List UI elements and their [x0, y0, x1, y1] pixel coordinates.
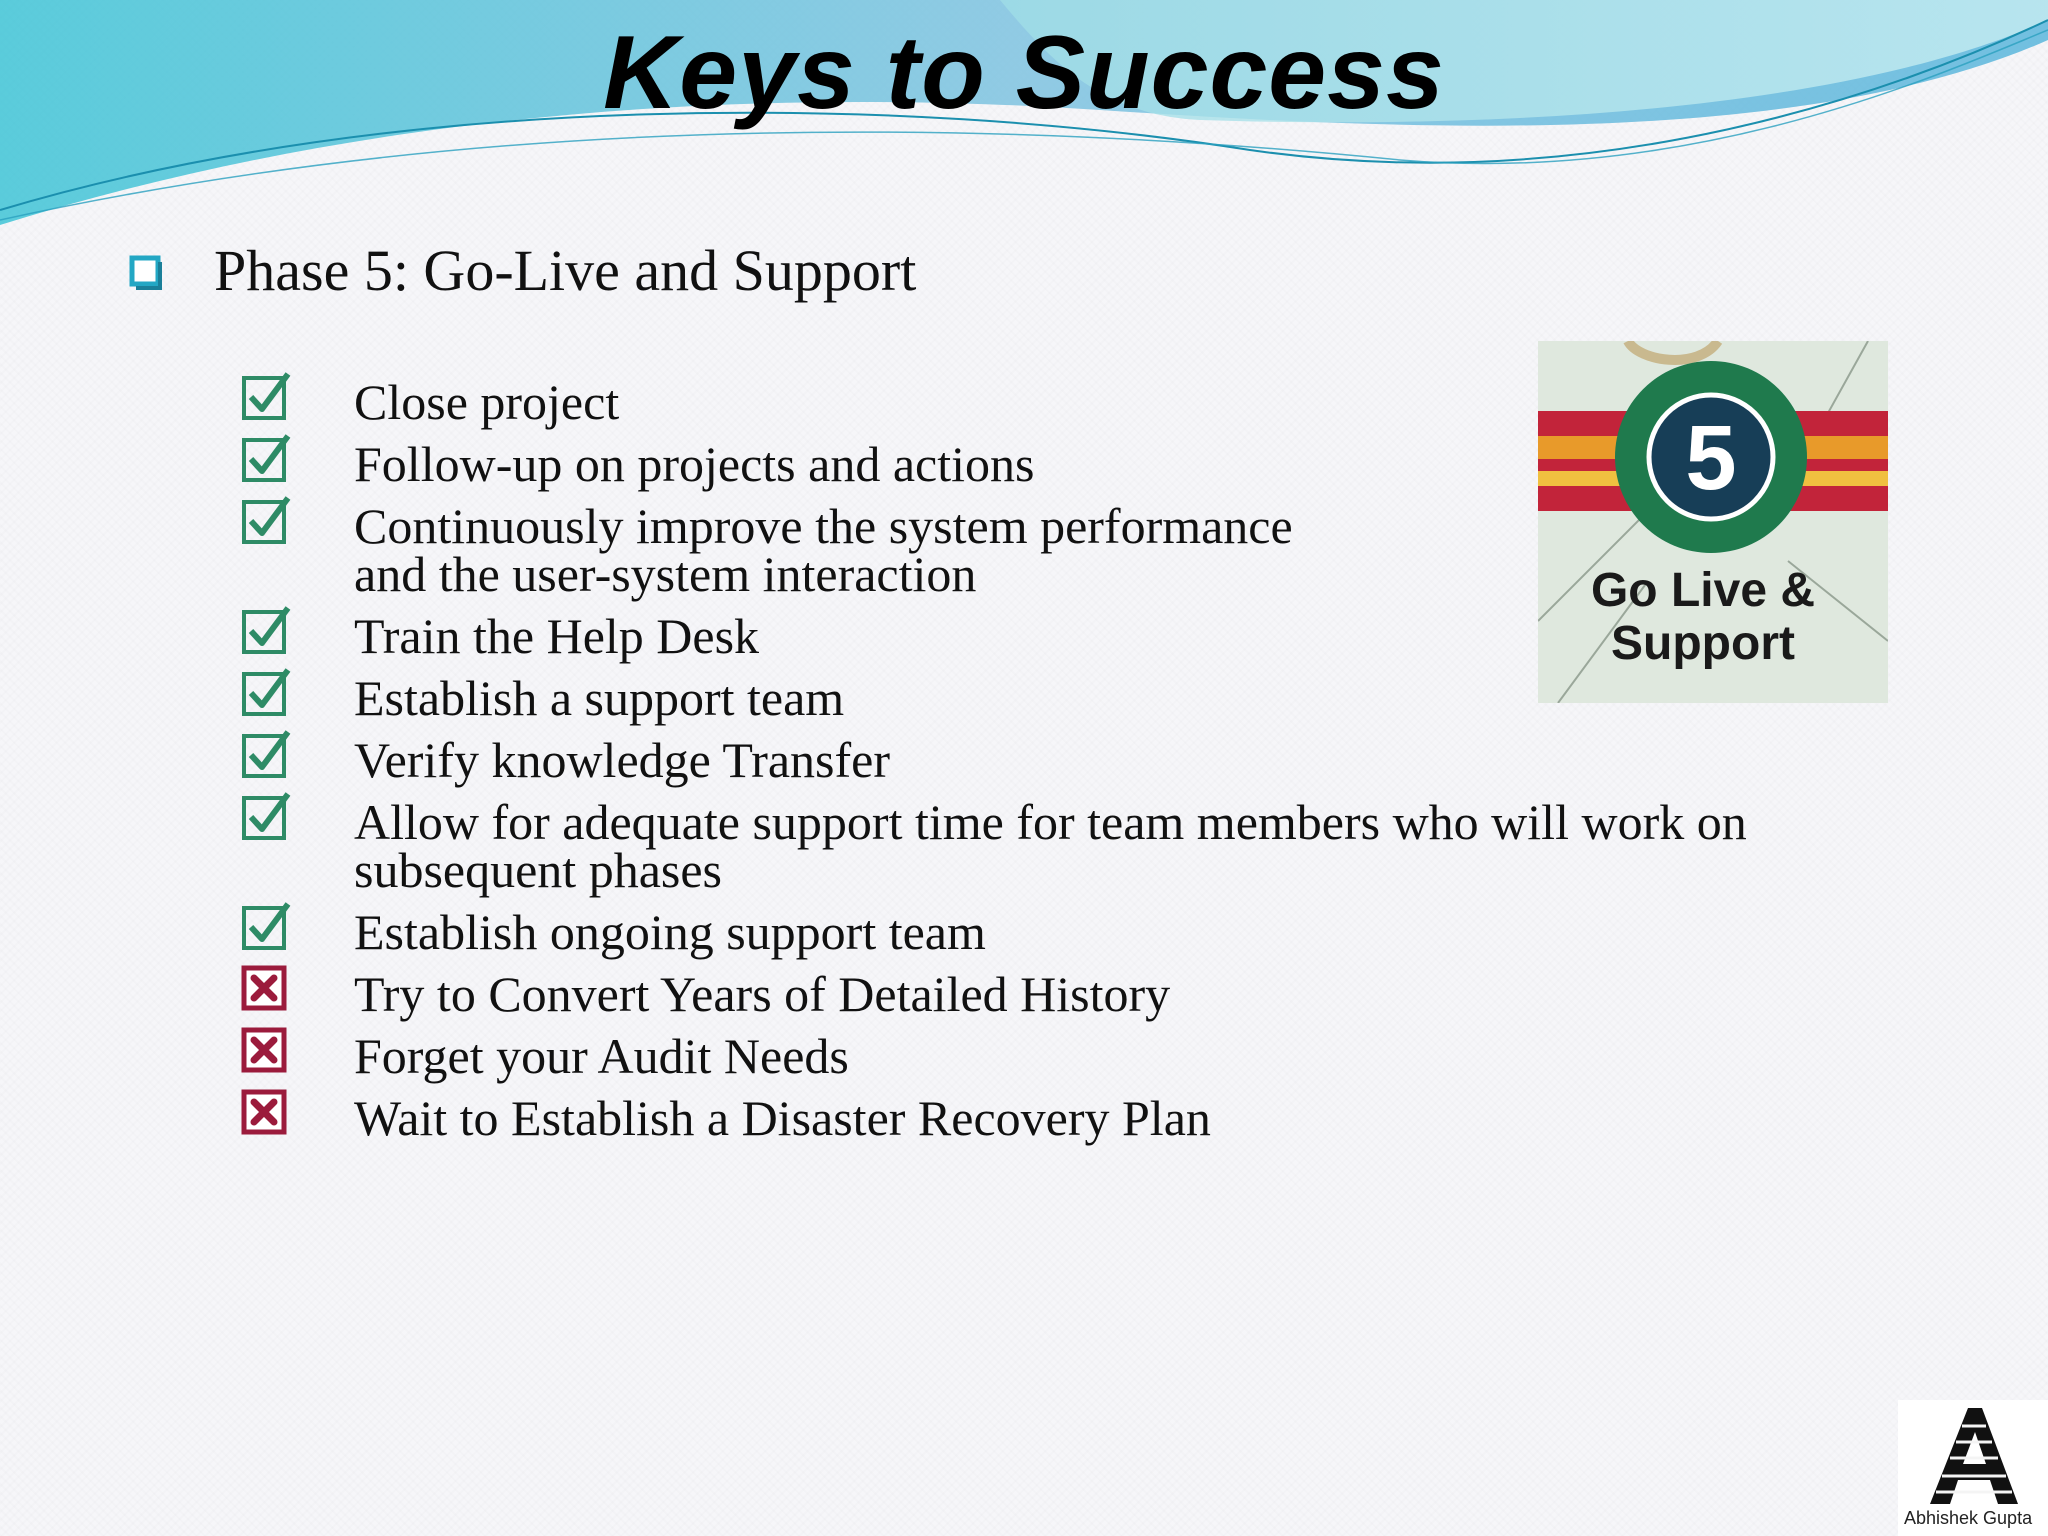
item-text: Close project — [354, 374, 620, 430]
author-logo-icon — [1898, 1400, 2048, 1536]
item-text: Establish ongoing support team — [354, 904, 986, 960]
check-icon — [242, 372, 291, 420]
item-text: Establish a support team — [354, 670, 845, 726]
item-text: Allow for adequate support time for team… — [354, 794, 1747, 898]
item-text: Train the Help Desk — [354, 608, 760, 664]
item-text: Follow-up on projects and actions — [354, 436, 1035, 492]
check-icon — [242, 606, 291, 654]
check-icon — [242, 902, 291, 950]
list-item: Train the Help Desk — [240, 604, 1880, 666]
checkbox-outline-icon — [129, 255, 162, 290]
phase-5-badge-image: 5 Go Live & Support — [1538, 341, 1888, 703]
list-item: Forget your Audit Needs — [240, 1024, 1880, 1086]
list-item: Wait to Establish a Disaster Recovery Pl… — [240, 1086, 1880, 1148]
cross-icon — [241, 1089, 287, 1135]
item-text: Wait to Establish a Disaster Recovery Pl… — [354, 1090, 1211, 1146]
item-text: Try to Convert Years of Detailed History — [354, 966, 1171, 1022]
item-text: Verify knowledge Transfer — [354, 732, 891, 788]
check-icon — [242, 496, 291, 544]
check-icon — [242, 792, 291, 840]
check-icon — [242, 668, 291, 716]
checklist: Close project Follow-up on projects and … — [240, 370, 1880, 1148]
check-icon — [242, 434, 291, 482]
cross-icon — [241, 965, 287, 1011]
list-item: Establish ongoing support team — [240, 900, 1880, 962]
badge-line1: Go Live & — [1591, 564, 1815, 617]
list-item: Continuously improve the system performa… — [240, 494, 1880, 604]
list-item: Try to Convert Years of Detailed History — [240, 962, 1880, 1024]
cross-icon — [241, 1027, 287, 1073]
list-item: Follow-up on projects and actions — [240, 432, 1880, 494]
check-icon — [242, 730, 291, 778]
phase-label: Phase 5: Go-Live and Support — [214, 238, 917, 303]
badge-number: 5 — [1685, 407, 1736, 509]
author-name: Abhishek Gupta — [1904, 1508, 2033, 1528]
list-item: Establish a support team — [240, 666, 1880, 728]
list-item: Verify knowledge Transfer — [240, 728, 1880, 790]
slide-title: Keys to Success — [603, 15, 1445, 131]
badge-line2: Support — [1611, 617, 1795, 670]
list-item: Close project — [240, 370, 1880, 432]
item-text: Forget your Audit Needs — [354, 1028, 849, 1084]
list-item: Allow for adequate support time for team… — [240, 790, 1880, 900]
item-text: Continuously improve the system performa… — [354, 498, 1293, 602]
header-wave-decoration — [0, 0, 2048, 225]
